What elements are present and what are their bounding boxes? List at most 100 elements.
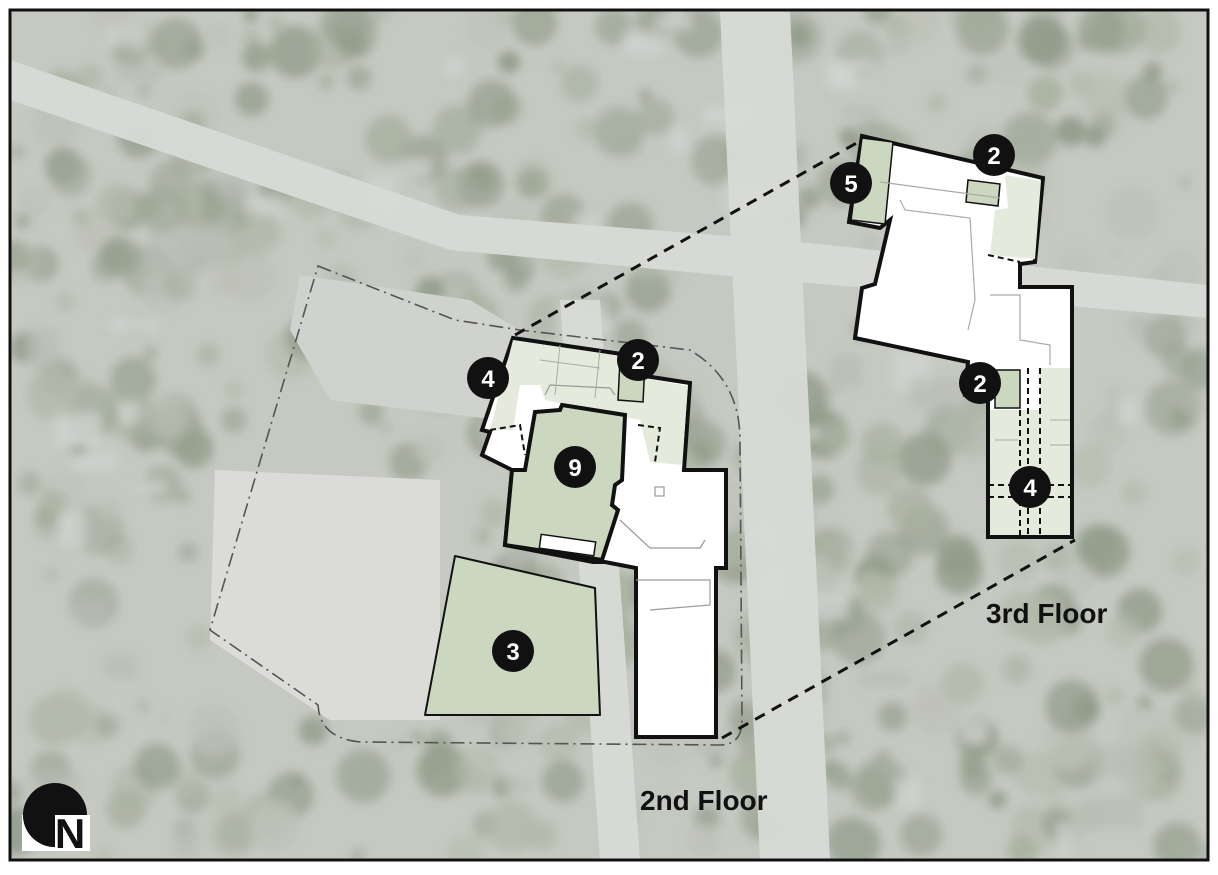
tree-canopy-blob <box>432 104 482 155</box>
tree-canopy-blob <box>998 539 1040 581</box>
tree-canopy-blob <box>827 765 854 791</box>
marker-number: 2 <box>631 348 644 375</box>
tree-canopy-blob <box>1123 75 1168 120</box>
tree-canopy-blob <box>1143 315 1186 358</box>
tree-canopy-blob <box>966 63 988 85</box>
tree-canopy-blob <box>1013 751 1058 796</box>
tree-canopy-blob <box>709 754 723 768</box>
marker-number: 4 <box>481 366 495 393</box>
rooftop-blob <box>1056 822 1072 858</box>
tree-canopy-blob <box>220 407 247 434</box>
tree-canopy-blob <box>956 10 1009 56</box>
tree-canopy-blob <box>336 748 391 803</box>
tree-canopy-blob <box>511 10 558 46</box>
tree-canopy-blob <box>516 168 547 199</box>
tree-canopy-blob <box>255 220 283 248</box>
tree-canopy-blob <box>268 16 284 31</box>
rooftop-blob <box>830 356 863 387</box>
tree-canopy-blob <box>1106 614 1141 649</box>
second-floor-interior-line <box>636 579 711 611</box>
marker-circle <box>617 339 659 381</box>
tree-canopy-blob <box>289 772 305 787</box>
marker-number: 2 <box>973 371 986 398</box>
tree-canopy-blob <box>988 790 1007 809</box>
tree-canopy-blob <box>351 848 365 860</box>
tree-canopy-blob <box>203 20 233 50</box>
second-floor-stage <box>538 533 597 557</box>
third-floor-corridor <box>1040 368 1070 410</box>
marker-second-floor-4: 4 <box>467 357 509 399</box>
tree-canopy-blob <box>595 10 632 45</box>
tree-canopy-blob <box>75 63 104 92</box>
tree-canopy-blob <box>1182 390 1208 417</box>
tree-canopy-blob <box>473 527 491 546</box>
tree-canopy-blob <box>479 498 510 529</box>
tree-canopy-blob <box>18 471 42 496</box>
tree-canopy-blob <box>49 154 92 197</box>
tree-canopy-blob <box>95 713 121 739</box>
marker-third-floor-4: 4 <box>1009 466 1051 508</box>
second-floor-detail <box>594 349 601 399</box>
marker-number: 9 <box>568 455 581 482</box>
tree-canopy-blob <box>138 84 151 98</box>
tree-canopy-blob <box>884 14 911 42</box>
tree-canopy-blob <box>10 240 29 272</box>
tree-canopy-blob <box>1137 695 1152 710</box>
tree-canopy-blob <box>196 342 221 367</box>
tree-canopy-blob <box>1165 79 1179 93</box>
rooftop-blob <box>1090 795 1144 829</box>
tree-canopy-blob <box>10 780 23 805</box>
tree-canopy-blob <box>856 569 899 612</box>
tree-canopy-blob <box>893 610 928 645</box>
rooftop-blob <box>109 318 157 332</box>
rooftop-blob <box>72 452 118 470</box>
tree-canopy-blob <box>1139 637 1194 693</box>
third-floor-label: 3rd Floor <box>986 598 1107 629</box>
rooftop-blob <box>401 158 431 179</box>
tree-canopy-blob <box>150 17 203 70</box>
tree-canopy-blob <box>134 743 180 790</box>
tree-canopy-blob <box>937 535 980 577</box>
tree-canopy-blob <box>1001 111 1057 168</box>
tree-canopy-blob <box>211 785 244 818</box>
tree-canopy-blob <box>1055 116 1086 147</box>
tree-canopy-blob <box>1153 822 1201 860</box>
marker-second-floor-2: 2 <box>617 339 659 381</box>
rooftop-blob <box>115 64 163 83</box>
tree-canopy-blob <box>796 186 821 211</box>
rooftop-blob <box>961 720 988 744</box>
marker-second-floor-3: 3 <box>492 630 534 672</box>
tree-canopy-blob <box>941 662 985 705</box>
tree-canopy-blob <box>825 816 875 860</box>
tree-canopy-blob <box>425 729 453 757</box>
rooftop-blob <box>894 778 922 808</box>
tree-canopy-blob <box>499 711 537 750</box>
tree-canopy-blob <box>187 703 241 757</box>
tree-canopy-blob <box>447 834 484 860</box>
second-floor-detail <box>654 486 665 497</box>
tree-canopy-blob <box>135 698 151 714</box>
tree-canopy-blob <box>186 625 213 651</box>
tree-canopy-blob <box>43 567 59 583</box>
tree-canopy-blob <box>402 245 428 271</box>
third-floor-room-2-top <box>965 179 1001 207</box>
tree-canopy-blob <box>664 792 677 805</box>
tree-canopy-blob <box>729 699 759 729</box>
tree-canopy-blob <box>835 730 851 746</box>
tree-canopy-blob <box>455 746 502 793</box>
tree-canopy-blob <box>560 64 599 103</box>
tree-canopy-blob <box>989 49 1029 88</box>
tree-canopy-blob <box>1017 595 1067 646</box>
tree-canopy-blob <box>1017 15 1067 65</box>
rooftop-blob <box>106 26 144 48</box>
rooftop-blob <box>138 481 165 494</box>
tree-canopy-blob <box>241 42 271 72</box>
map-frame <box>8 8 1210 862</box>
site-boundary-line <box>209 264 743 746</box>
tree-canopy-blob <box>862 235 877 250</box>
third-floor-interior-line <box>990 294 1051 365</box>
third-floor-interior-line <box>899 199 976 331</box>
second-floor-interior-line <box>544 384 616 396</box>
tree-canopy-blob <box>1133 729 1183 778</box>
